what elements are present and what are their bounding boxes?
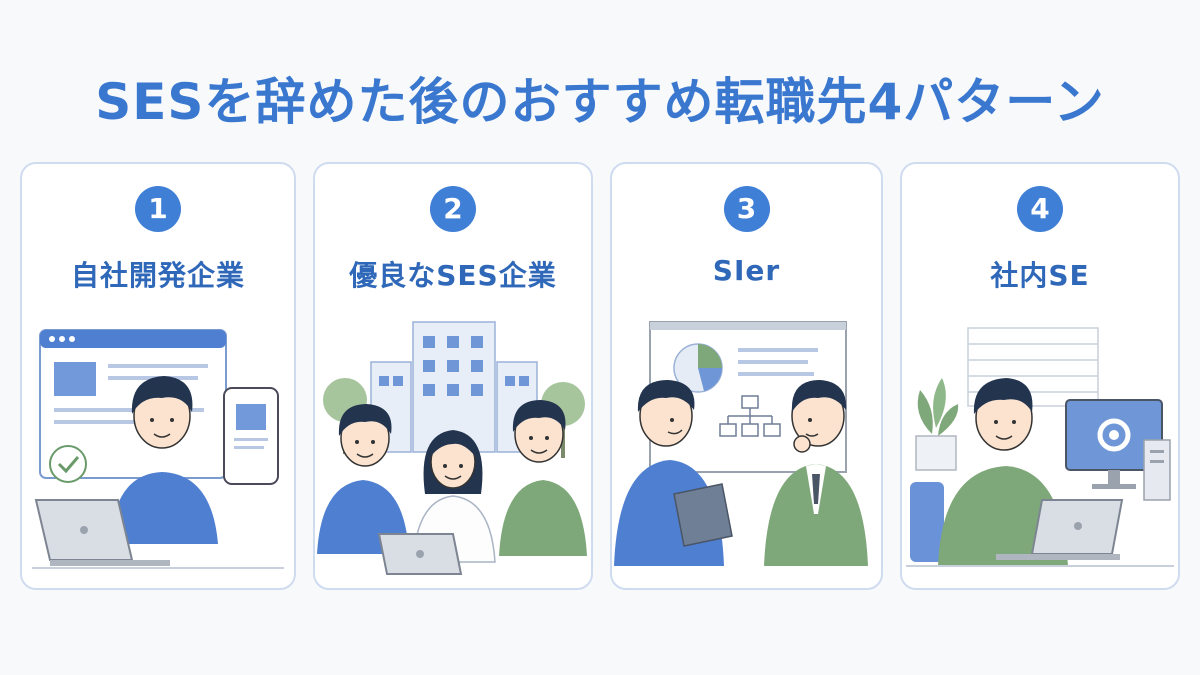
card-label: 社内SE	[990, 259, 1090, 292]
card-in-house-development: 1 自社開発企業	[20, 162, 296, 590]
developer-with-laptop-and-phone-icon	[32, 329, 284, 569]
card-label: 優良なSES企業	[349, 259, 557, 292]
card-label: 自社開発企業	[70, 259, 245, 292]
number-badge: 3	[723, 186, 770, 232]
in-house-engineer-with-monitor-icon	[906, 327, 1174, 567]
card-in-house-se: 4 社内SE	[900, 162, 1180, 590]
card-good-ses-company: 2 優良なSES企業	[313, 162, 593, 590]
business-meeting-with-chart-icon	[614, 321, 868, 566]
card-label: SIer	[712, 254, 781, 287]
number-badge: 2	[430, 186, 476, 232]
number-badge: 1	[135, 186, 181, 232]
card-sier: 3 SIer	[610, 162, 883, 590]
team-in-front-of-office-building-icon	[317, 321, 587, 575]
page-title: SESを辞めた後のおすすめ転職先4パターン	[95, 73, 1105, 131]
number-badge: 4	[1017, 186, 1063, 232]
